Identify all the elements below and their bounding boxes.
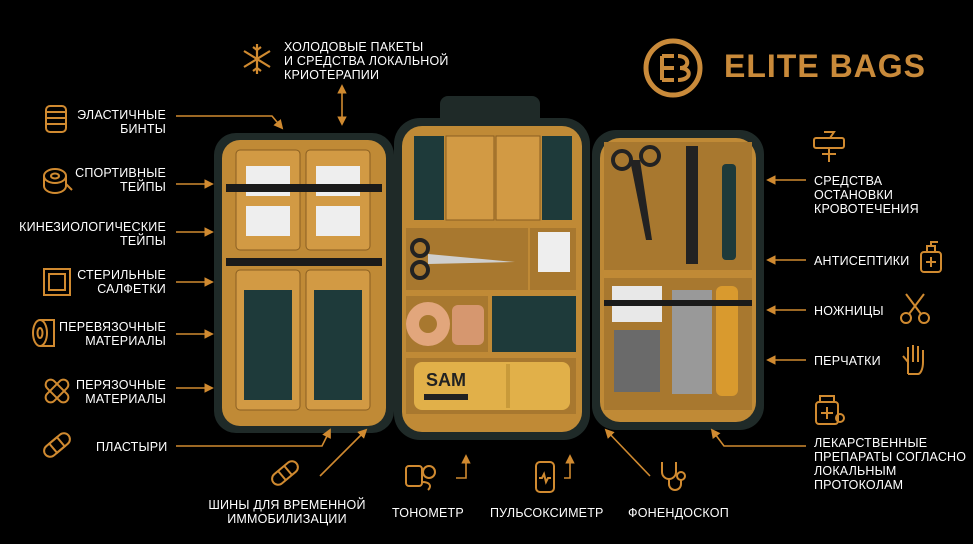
pointer-arrows <box>176 84 806 479</box>
splint-icon <box>271 460 299 486</box>
antiseptic-bottle-icon <box>920 241 942 273</box>
oximeter-icon <box>535 461 555 493</box>
cross-plaster-icon <box>44 378 70 404</box>
brand-name: ELITE BAGS <box>724 48 927 84</box>
bandage-roll-icon <box>45 105 67 133</box>
label-medications: ЛЕКАРСТВЕННЫЕ ПРЕПАРАТЫ СОГЛАСНО ЛОКАЛЬН… <box>814 436 967 492</box>
label-tonometer: ТОНОМЕТР <box>392 506 464 520</box>
label-gloves: ПЕРЧАТКИ <box>814 354 881 368</box>
sterile-wipe-icon <box>43 268 71 296</box>
scissors-icon <box>900 293 930 324</box>
left-panel <box>214 133 394 433</box>
tape-roll-icon <box>43 168 73 194</box>
plaster-icon <box>43 432 71 458</box>
label-scissors: НОЖНИЦЫ <box>814 304 884 318</box>
tourniquet-icon <box>813 131 845 162</box>
right-panel <box>592 130 764 430</box>
label-plasters: ПЛАСТЫРИ <box>96 440 168 454</box>
label-sterile-wipes: СТЕРИЛЬНЫЕ САЛФЕТКИ <box>77 268 166 296</box>
sam-label: SAM <box>426 370 466 390</box>
snowflake-icon <box>243 44 271 74</box>
label-cross-dressing: ПЕРЯЗОЧНЫЕ МАТЕРИАЛЫ <box>75 378 166 406</box>
tonometer-icon <box>405 465 436 491</box>
label-stethoscope: ФОНЕНДОСКОП <box>628 506 729 520</box>
label-cold-packs: ХОЛОДОВЫЕ ПАКЕТЫ И СРЕДСТВА ЛОКАЛЬНОЙ КР… <box>284 40 449 82</box>
label-sport-tapes: СПОРТИВНЫЕ ТЕЙПЫ <box>75 166 166 194</box>
label-oximeter: ПУЛЬСОКСИМЕТР <box>490 506 604 520</box>
brand-logo: ELITE BAGS <box>640 36 940 100</box>
label-kinesio-tapes: КИНЕЗИОЛОГИЧЕСКИЕ ТЕЙПЫ <box>19 220 166 248</box>
glove-icon <box>902 345 924 375</box>
label-splints: ШИНЫ ДЛЯ ВРЕМЕННОЙ ИММОБИЛИЗАЦИИ <box>208 498 366 526</box>
label-bleeding-control: СРЕДСТВА ОСТАНОВКИ КРОВОТЕЧЕНИЯ <box>814 174 919 216</box>
gauze-roll-icon <box>32 319 55 347</box>
label-dressing-materials: ПЕРЕВЯЗОЧНЫЕ МАТЕРИАЛЫ <box>59 320 166 348</box>
label-elastic-bandages: ЭЛАСТИЧНЫЕ БИНТЫ <box>77 108 166 136</box>
center-panel: SAM <box>394 96 590 440</box>
medicine-box-icon <box>815 395 845 425</box>
label-antiseptics: АНТИСЕПТИКИ <box>814 254 910 268</box>
brand-mark-icon <box>643 38 703 98</box>
stethoscope-icon <box>661 462 686 491</box>
